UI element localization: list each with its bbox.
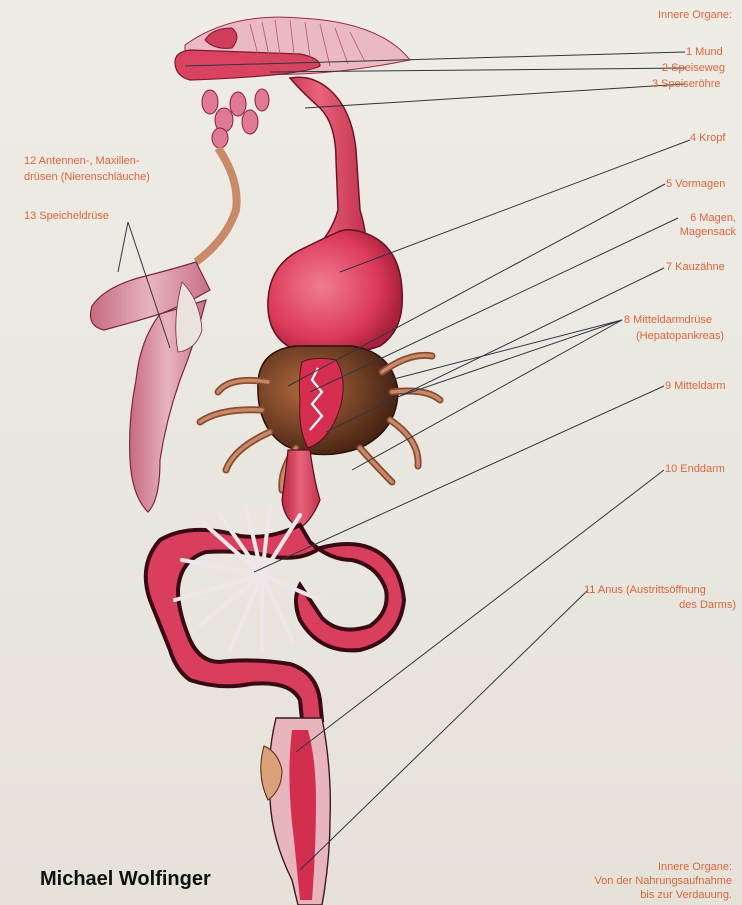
figure-heading: Innere Organe: [600, 8, 732, 22]
antennal-duct [196, 148, 237, 262]
label-antennen-line1: 12 Antennen-, Maxillen- [24, 154, 140, 168]
label-mitteldarmdruese-line2: (Hepatopankreas) [636, 329, 724, 343]
label-magen-line2: Magensack [632, 225, 736, 239]
label-magen-line1: 6 Magen, [632, 211, 736, 225]
label-mund: 1 Mund [686, 45, 723, 59]
caption-line1: Innere Organe: [560, 860, 732, 874]
label-vormagen: 5 Vormagen [666, 177, 725, 191]
label-anus-line1: 11 Anus (Austrittsöffnung [584, 583, 706, 597]
label-enddarm: 10 Enddarm [665, 462, 725, 476]
label-kropf: 4 Kropf [690, 131, 725, 145]
crop-organ [268, 230, 402, 355]
label-anus-line2: des Darms) [600, 598, 736, 612]
label-mitteldarm: 9 Mitteldarm [665, 379, 726, 393]
antennal-glands [202, 89, 269, 148]
author-credit: Michael Wolfinger [40, 868, 211, 891]
caption-line3: bis zur Verdauung. [560, 888, 732, 902]
label-speiseroehre: 3 Speiseröhre [652, 77, 721, 91]
label-kauzaehne: 7 Kauzähne [666, 260, 725, 274]
label-speiseweg: 2 Speiseweg [662, 61, 725, 75]
salivary-gland [91, 262, 211, 512]
label-antennen-line2: drüsen (Nierenschläuche) [24, 170, 150, 184]
leader-lines [118, 52, 690, 870]
label-speicheldruese: 13 Speicheldrüse [24, 209, 109, 223]
label-mitteldarmdruese-line1: 8 Mitteldarmdrüse [624, 313, 712, 327]
caption-line2: Von der Nahrungsaufnahme [540, 874, 732, 888]
